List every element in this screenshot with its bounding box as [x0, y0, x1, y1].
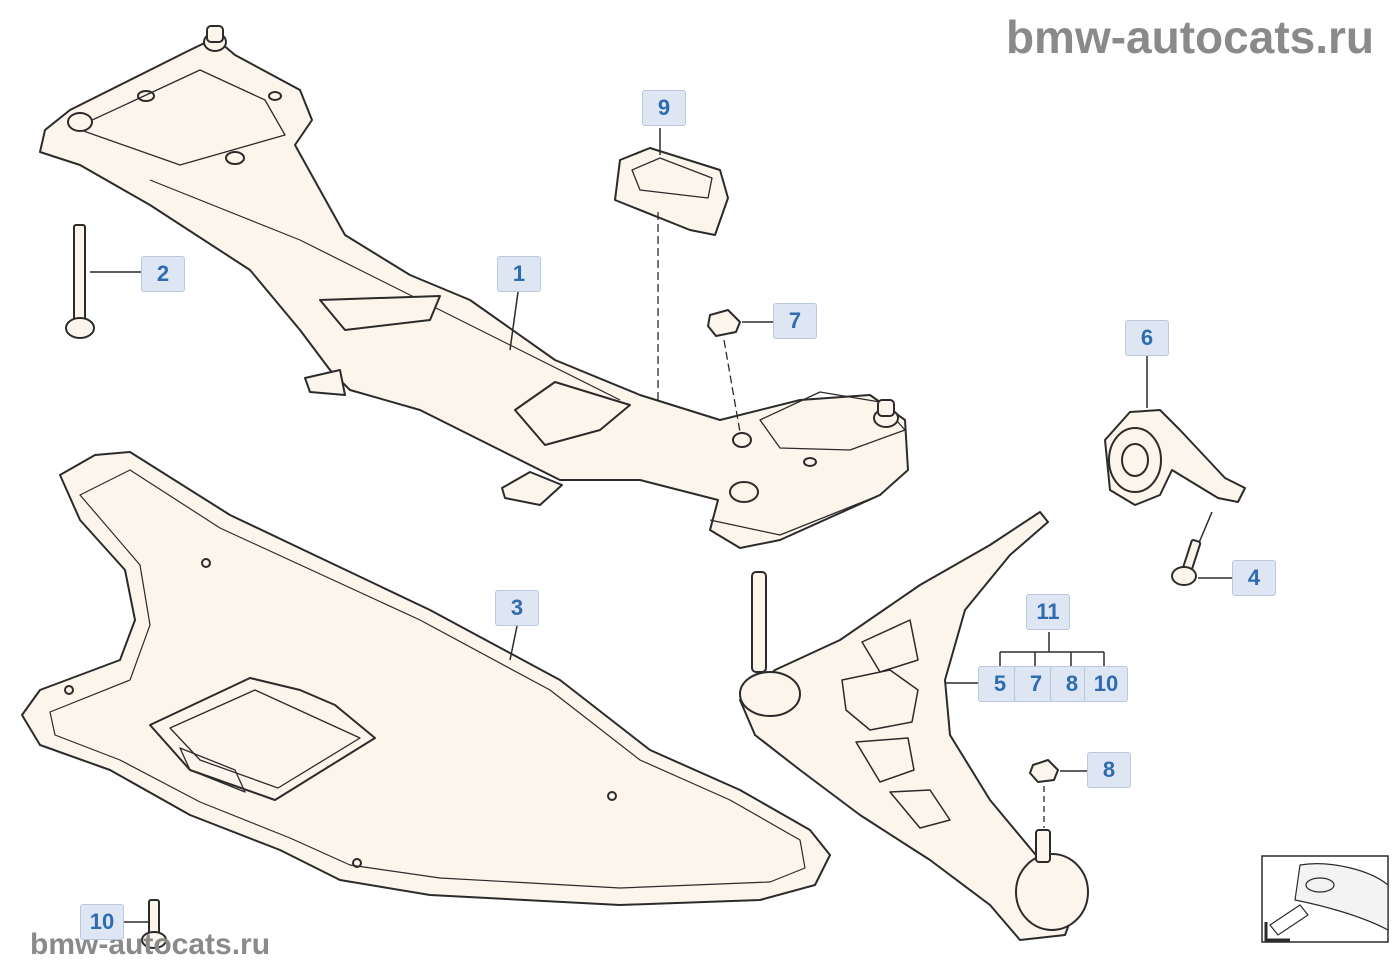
- hex-bolt[interactable]: [1171, 539, 1232, 586]
- callout-part-7-nut[interactable]: 7: [773, 303, 817, 339]
- callout-part-2[interactable]: 2: [141, 256, 185, 292]
- front-axle-carrier[interactable]: [39, 25, 909, 549]
- repair-kit: [999, 632, 1105, 668]
- reinforcement-plate[interactable]: [21, 451, 831, 906]
- bracket[interactable]: [614, 128, 729, 400]
- watermark-bottom: bmw-autocats.ru: [30, 928, 271, 961]
- mounting-bolt[interactable]: [65, 224, 143, 339]
- callout-part-3[interactable]: 3: [495, 590, 539, 626]
- rubber-mount-with-bracket[interactable]: [1104, 356, 1246, 546]
- callout-part-8-nut[interactable]: 8: [1087, 752, 1131, 788]
- callout-part-4[interactable]: 4: [1232, 560, 1276, 596]
- callout-part-9[interactable]: 9: [642, 90, 686, 126]
- callout-part-10-kit[interactable]: 10: [1084, 666, 1128, 702]
- self-locking-nut[interactable]: [707, 309, 775, 433]
- callout-part-10-bolt[interactable]: 10: [80, 904, 124, 940]
- wishbone[interactable]: [739, 511, 1089, 941]
- callout-part-6[interactable]: 6: [1125, 320, 1169, 356]
- callout-part-11[interactable]: 11: [1026, 594, 1070, 630]
- callout-part-1[interactable]: 1: [497, 256, 541, 292]
- hex-bolt[interactable]: [120, 899, 167, 949]
- watermark-top: bmw-autocats.ru: [1005, 11, 1374, 63]
- car-front-view-icon: [1261, 855, 1389, 943]
- self-locking-nut[interactable]: [1029, 759, 1090, 828]
